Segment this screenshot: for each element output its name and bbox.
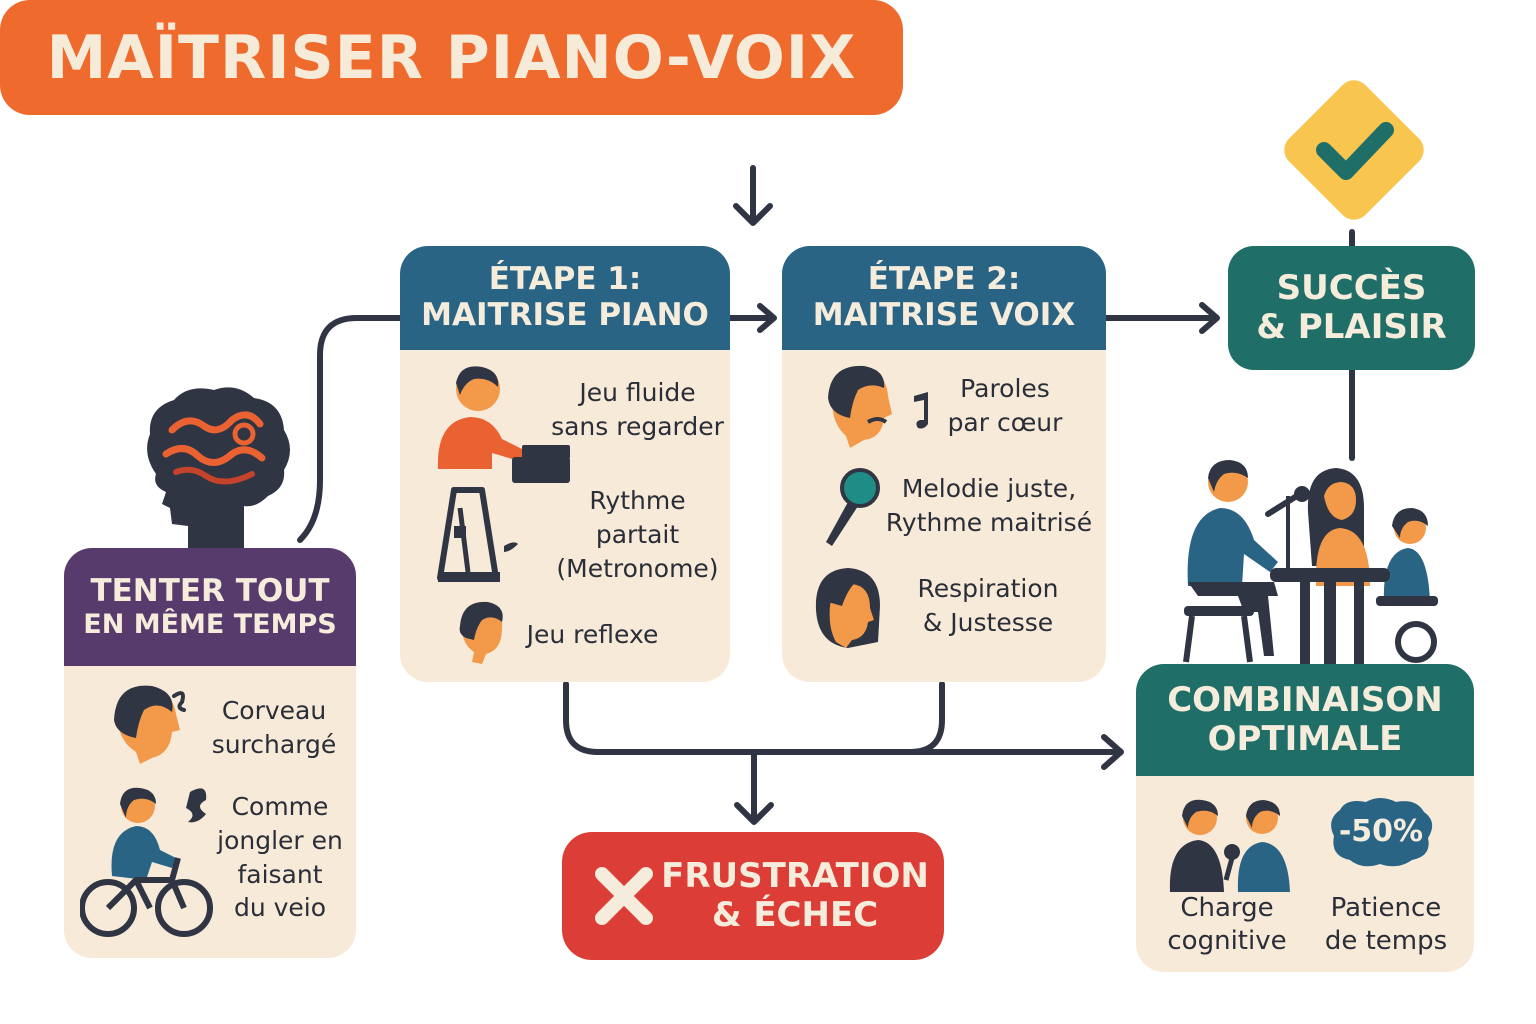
metronome-icon	[437, 487, 518, 582]
all-at-once-header-line2: EN MÊME TEMPS	[83, 609, 337, 641]
success-line1: SUCCÈS	[1276, 267, 1427, 308]
step2-header: ÉTAPE 2: MAITRISE VOIX	[782, 246, 1106, 350]
all-at-once-header: TENTER TOUT EN MÊME TEMPS	[64, 548, 356, 666]
reduction-badge-text: -50%	[1338, 814, 1424, 849]
optimal-header-line1: COMBINAISON	[1167, 679, 1443, 720]
cyclist-icon	[80, 787, 213, 937]
step2-item-breathing: Respiration & Justesse	[917, 574, 1059, 637]
pianist-icon	[437, 366, 570, 483]
step1-item-fluid: Jeu fluide sans regarder	[551, 378, 724, 441]
optimal-card: COMBINAISON OPTIMALE -50% Charge cogniti…	[1136, 664, 1474, 972]
patience-text: Patience de temps	[1324, 893, 1448, 956]
brain-badge-icon	[1331, 798, 1433, 867]
step2-item-lyrics: Paroles par cœur	[947, 374, 1063, 437]
step1-item-reflex: Jeu reflexe	[526, 620, 659, 649]
page-title: MAÏTRISER PIANO-VOIX	[0, 0, 903, 115]
step1-header-line1: ÉTAPE 1:	[488, 261, 642, 298]
reflex-head-icon	[459, 601, 503, 664]
cross-icon	[595, 867, 653, 925]
failure-text: FRUSTRATION & ÉCHEC	[661, 832, 929, 960]
all-at-once-header-line1: TENTER TOUT	[90, 572, 330, 609]
juggling-text: Comme jongler en faisant du veio	[217, 792, 343, 923]
family-music-icon	[1183, 460, 1438, 664]
breathing-head-icon	[815, 568, 880, 648]
brain-icon	[147, 387, 290, 550]
success-line2: & PLAISIR	[1256, 307, 1447, 347]
step1-item-rhythm: Rythme partait (Metronome)	[556, 486, 719, 583]
step2-card: ÉTAPE 2: MAITRISE VOIX Paroles par cœur …	[782, 246, 1106, 682]
failure-line1: FRUSTRATION	[661, 855, 929, 896]
failure-box: FRUSTRATION & ÉCHEC	[562, 832, 944, 960]
step1-header-line2: MAITRISE PIANO	[421, 297, 709, 333]
microphone-icon	[826, 468, 880, 546]
step2-item-melody: Melodie juste, Rythme maitrisé	[885, 474, 1093, 537]
step2-header-line2: MAITRISE VOIX	[812, 297, 1076, 333]
success-box: SUCCÈS & PLAISIR	[1228, 246, 1475, 370]
cognitive-load-text: Charge cognitive	[1167, 893, 1287, 956]
all-at-once-card: TENTER TOUT EN MÊME TEMPS Corveau surcha…	[64, 548, 356, 958]
checkmark-diamond-icon	[1272, 68, 1436, 232]
step2-header-line1: ÉTAPE 2:	[867, 261, 1021, 298]
optimal-header-line2: OPTIMALE	[1207, 719, 1403, 759]
step1-header: ÉTAPE 1: MAITRISE PIANO	[400, 246, 730, 350]
step1-card: ÉTAPE 1: MAITRISE PIANO Jeu fluide sans …	[400, 246, 730, 682]
duet-icon	[1169, 799, 1290, 892]
optimal-header: COMBINAISON OPTIMALE	[1136, 664, 1474, 776]
failure-line2: & ÉCHEC	[711, 895, 879, 935]
overloaded-head-icon	[114, 685, 186, 764]
overloaded-brain-text: Corveau surchargé	[211, 696, 337, 759]
singer-head-icon	[828, 365, 928, 448]
